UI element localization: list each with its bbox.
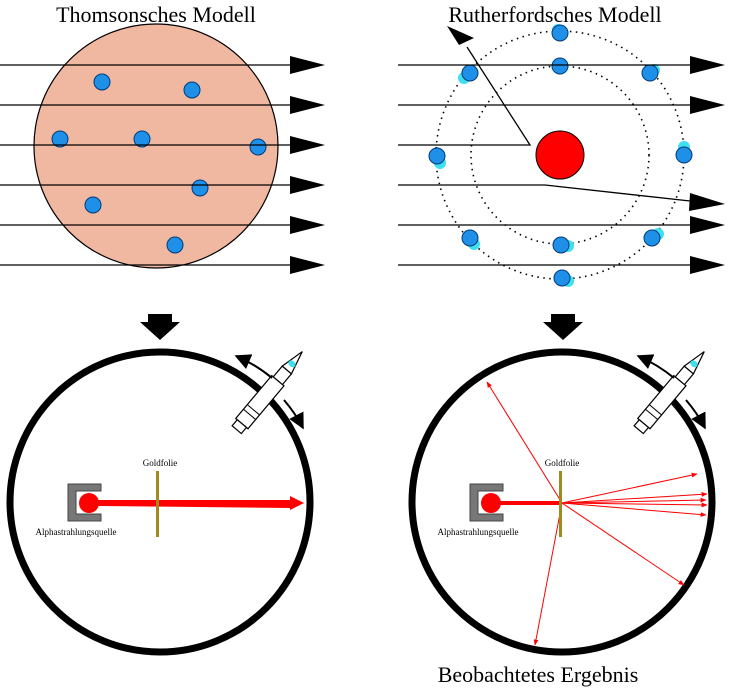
alpha-path-reflected <box>398 46 532 146</box>
arrowhead <box>689 193 725 211</box>
scattered-ray <box>561 491 708 504</box>
arrowhead <box>290 216 325 234</box>
nucleus <box>535 130 585 180</box>
result-caption: Beobachtetes Ergebnis <box>438 662 639 687</box>
scattered-ray <box>486 381 563 504</box>
alpha-beam <box>500 501 562 505</box>
electron <box>133 130 151 148</box>
arrowhead <box>290 56 325 74</box>
rutherford-experiment: Goldfolie Alphastrahlungsquelle <box>408 348 716 656</box>
scattered-ray <box>561 502 685 586</box>
electron <box>183 81 201 99</box>
scattered-ray <box>533 502 563 646</box>
gold-foil <box>559 471 562 537</box>
alpha-source <box>79 493 99 513</box>
alpha-path-deflected <box>398 184 691 202</box>
title-rutherford: Rutherfordsches Modell <box>448 2 661 27</box>
thomson-experiment: Goldfolie Alphastrahlungsquelle <box>6 348 314 656</box>
arrowhead <box>290 176 325 194</box>
detector-screen <box>6 348 314 656</box>
thomson-arrowheads <box>290 56 325 274</box>
arrowhead <box>690 216 725 234</box>
scattered-ray <box>561 502 707 517</box>
electron <box>552 236 570 254</box>
arrowhead <box>690 56 725 74</box>
rotation-arrow-icon <box>283 399 304 430</box>
electron <box>643 229 661 247</box>
rutherford-electrons <box>428 24 693 287</box>
alpha-source-label: Alphastrahlungsquelle <box>438 527 519 537</box>
rotation-arrow-icon <box>234 354 273 379</box>
inner-orbit <box>470 65 650 245</box>
electron <box>551 57 569 75</box>
microscope-detector-icon <box>633 351 705 435</box>
rutherford-model <box>398 24 725 287</box>
title-thomson: Thomsonsches Modell <box>56 2 256 27</box>
thomson-electrons <box>51 73 267 254</box>
rotation-arrow-icon <box>685 399 706 430</box>
rutherford-arrowheads <box>447 26 725 274</box>
electron <box>428 147 446 165</box>
arrowhead <box>447 26 474 45</box>
scattered-ray <box>561 497 707 504</box>
detector-screen <box>408 348 716 656</box>
alpha-beam <box>98 500 304 508</box>
thomson-model <box>0 23 325 274</box>
alpha-source-label: Alphastrahlungsquelle <box>36 527 117 537</box>
arrowhead <box>290 136 325 154</box>
alpha-source <box>481 493 501 513</box>
arrowhead <box>690 96 725 114</box>
down-arrow-icon <box>140 314 180 340</box>
electron <box>641 64 659 82</box>
rutherford-alpha-paths <box>398 46 691 266</box>
arrowhead <box>290 96 325 114</box>
electron <box>675 146 693 164</box>
electron <box>249 138 267 156</box>
scattered-rays <box>486 381 708 646</box>
alpha-source-housing <box>469 483 504 522</box>
down-arrow-icon <box>543 314 583 340</box>
electron <box>84 196 102 214</box>
scattered-ray <box>561 502 708 508</box>
electron <box>93 73 111 91</box>
electron <box>461 229 479 247</box>
thomson-sphere <box>33 23 279 269</box>
gold-foil-label: Goldfolie <box>143 458 178 468</box>
electron <box>553 269 571 287</box>
electron <box>551 24 569 42</box>
scattered-ray <box>561 472 698 504</box>
alpha-source-housing <box>67 483 102 522</box>
arrowhead <box>690 256 725 274</box>
electron <box>51 130 69 148</box>
gold-foil-label: Goldfolie <box>545 458 580 468</box>
rotation-arrow-icon <box>636 354 675 379</box>
electron <box>461 64 479 82</box>
electron <box>191 179 209 197</box>
thomson-alpha-paths <box>0 64 290 266</box>
alpha-beam-head <box>290 496 304 510</box>
arrowhead <box>290 256 325 274</box>
electron <box>166 236 184 254</box>
gold-foil <box>156 471 159 537</box>
microscope-detector-icon <box>231 351 303 435</box>
